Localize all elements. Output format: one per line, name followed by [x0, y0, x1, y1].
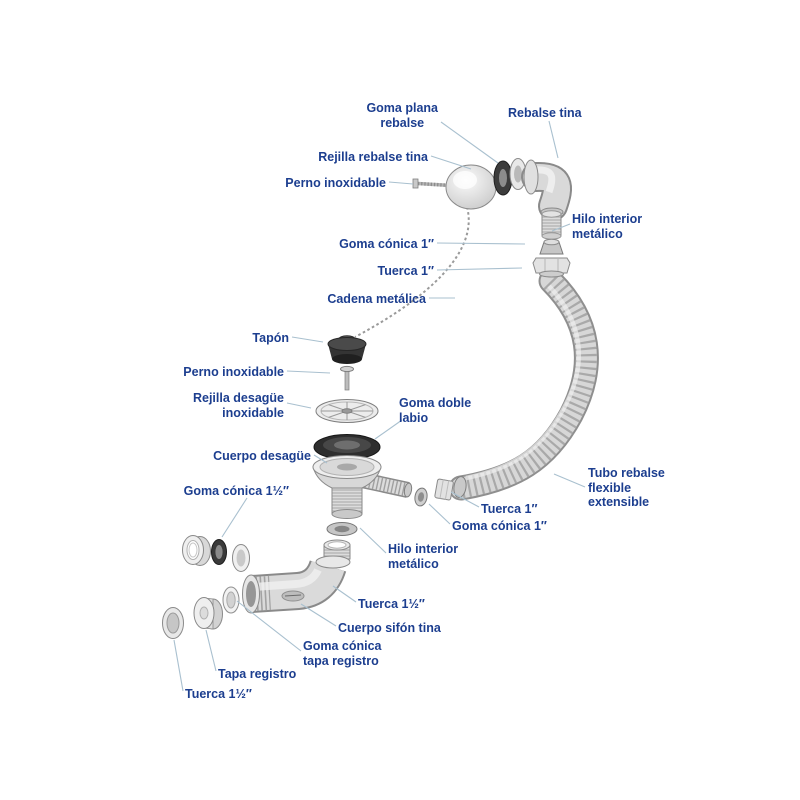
label-tapa-registro: Tapa registro	[218, 667, 297, 681]
leader-rejilla-rebalse-tina	[430, 155, 472, 170]
leader-tuerca-1-top	[436, 267, 523, 271]
leader-cuerpo-sifon-tina	[300, 603, 337, 627]
leader-hilo-interior-metalico-mid	[359, 527, 387, 554]
leader-tuerca-1-mid	[450, 491, 480, 508]
leader-tapon	[291, 336, 324, 343]
cone-gasket-1in-mid	[414, 487, 428, 507]
overflow-threaded-tube	[541, 210, 562, 240]
threaded-collar	[323, 539, 351, 560]
nut-ring-left	[182, 535, 211, 566]
label-tapon: Tapón	[252, 331, 289, 345]
label-hilo-interior-metalico-top: Hilo interior metálico	[572, 212, 643, 241]
overflow-elbow	[521, 159, 572, 221]
cleanout-cap	[193, 597, 223, 630]
drain-strainer-grid	[315, 399, 379, 423]
nut-15in-bottom	[162, 607, 184, 639]
leader-perno-inoxidable-top	[388, 181, 414, 185]
leader-rebalse-tina	[548, 120, 559, 159]
leader-goma-doble-labio	[374, 419, 403, 440]
label-tuerca-15-bottom: Tuerca 1½″	[185, 687, 252, 701]
leader-goma-conica-1-mid	[428, 503, 451, 525]
label-tubo-rebalse-flexible-extensible: Tubo rebalse flexible extensible	[588, 466, 665, 509]
cone-gasket-15in-center	[326, 522, 358, 536]
label-perno-inoxidable-mid: Perno inoxidable	[183, 365, 284, 379]
overflow-flat-gasket	[493, 160, 513, 196]
label-tuerca-1-mid: Tuerca 1″	[481, 502, 538, 516]
label-goma-conica-tapa-registro: Goma cónica tapa registro	[303, 639, 382, 668]
label-rejilla-desague-inoxidable: Rejilla desagüe inoxidable	[192, 391, 284, 420]
rubber-plug	[327, 335, 367, 364]
label-cuerpo-desague: Cuerpo desagüe	[213, 449, 311, 463]
label-tuerca-1-top: Tuerca 1″	[377, 264, 434, 278]
cleanout-cap-gasket	[222, 586, 240, 614]
siphon-body	[242, 555, 351, 614]
drain-bolt	[340, 365, 354, 391]
nut-1in-top	[532, 257, 571, 278]
label-goma-doble-labio: Goma doble labio	[399, 396, 472, 425]
leader-goma-conica-tapa-registro	[236, 600, 302, 652]
label-rebalse-tina: Rebalse tina	[508, 106, 582, 120]
overflow-cap	[445, 164, 497, 210]
label-goma-plana-rebalse: Goma plana rebalse	[366, 101, 438, 130]
label-perno-inoxidable-top: Perno inoxidable	[285, 176, 386, 190]
label-cuerpo-sifon-tina: Cuerpo sifón tina	[338, 621, 441, 635]
leader-tuerca-15-mid	[332, 585, 357, 603]
nut-1in-mid	[434, 478, 454, 501]
leader-goma-conica-15-left	[221, 497, 248, 538]
label-goma-conica-15-left: Goma cónica 1½″	[183, 484, 289, 498]
label-goma-conica-1-mid: Goma cónica 1″	[452, 519, 547, 533]
leader-goma-conica-1-top	[436, 242, 526, 245]
leader-lines	[173, 120, 586, 692]
leader-tuerca-15-bottom	[173, 639, 184, 692]
leader-hilo-interior-metalico-top	[551, 223, 571, 232]
label-tuerca-15-mid: Tuerca 1½″	[358, 597, 425, 611]
leader-perno-inoxidable-mid	[286, 370, 331, 374]
label-rejilla-rebalse-tina: Rejilla rebalse tina	[318, 150, 428, 164]
leader-cuerpo-desague	[313, 454, 328, 464]
label-goma-conica-1-top: Goma cónica 1″	[339, 237, 434, 251]
leader-rejilla-desague-inoxidable	[286, 402, 312, 409]
washer-ring-left	[232, 544, 250, 572]
leader-goma-plana-rebalse	[440, 121, 499, 164]
label-cadena-metalica: Cadena metálica	[327, 292, 426, 306]
cone-gasket-15in-left	[211, 539, 227, 565]
label-hilo-interior-metalico-mid: Hilo interior metálico	[388, 542, 459, 571]
metal-chain	[354, 206, 470, 338]
cone-gasket-1in-top	[539, 238, 564, 255]
flexible-overflow-tube	[448, 268, 599, 501]
leader-tapa-registro	[205, 629, 217, 672]
drain-body	[312, 455, 382, 519]
leader-tubo-rebalse	[553, 473, 586, 488]
